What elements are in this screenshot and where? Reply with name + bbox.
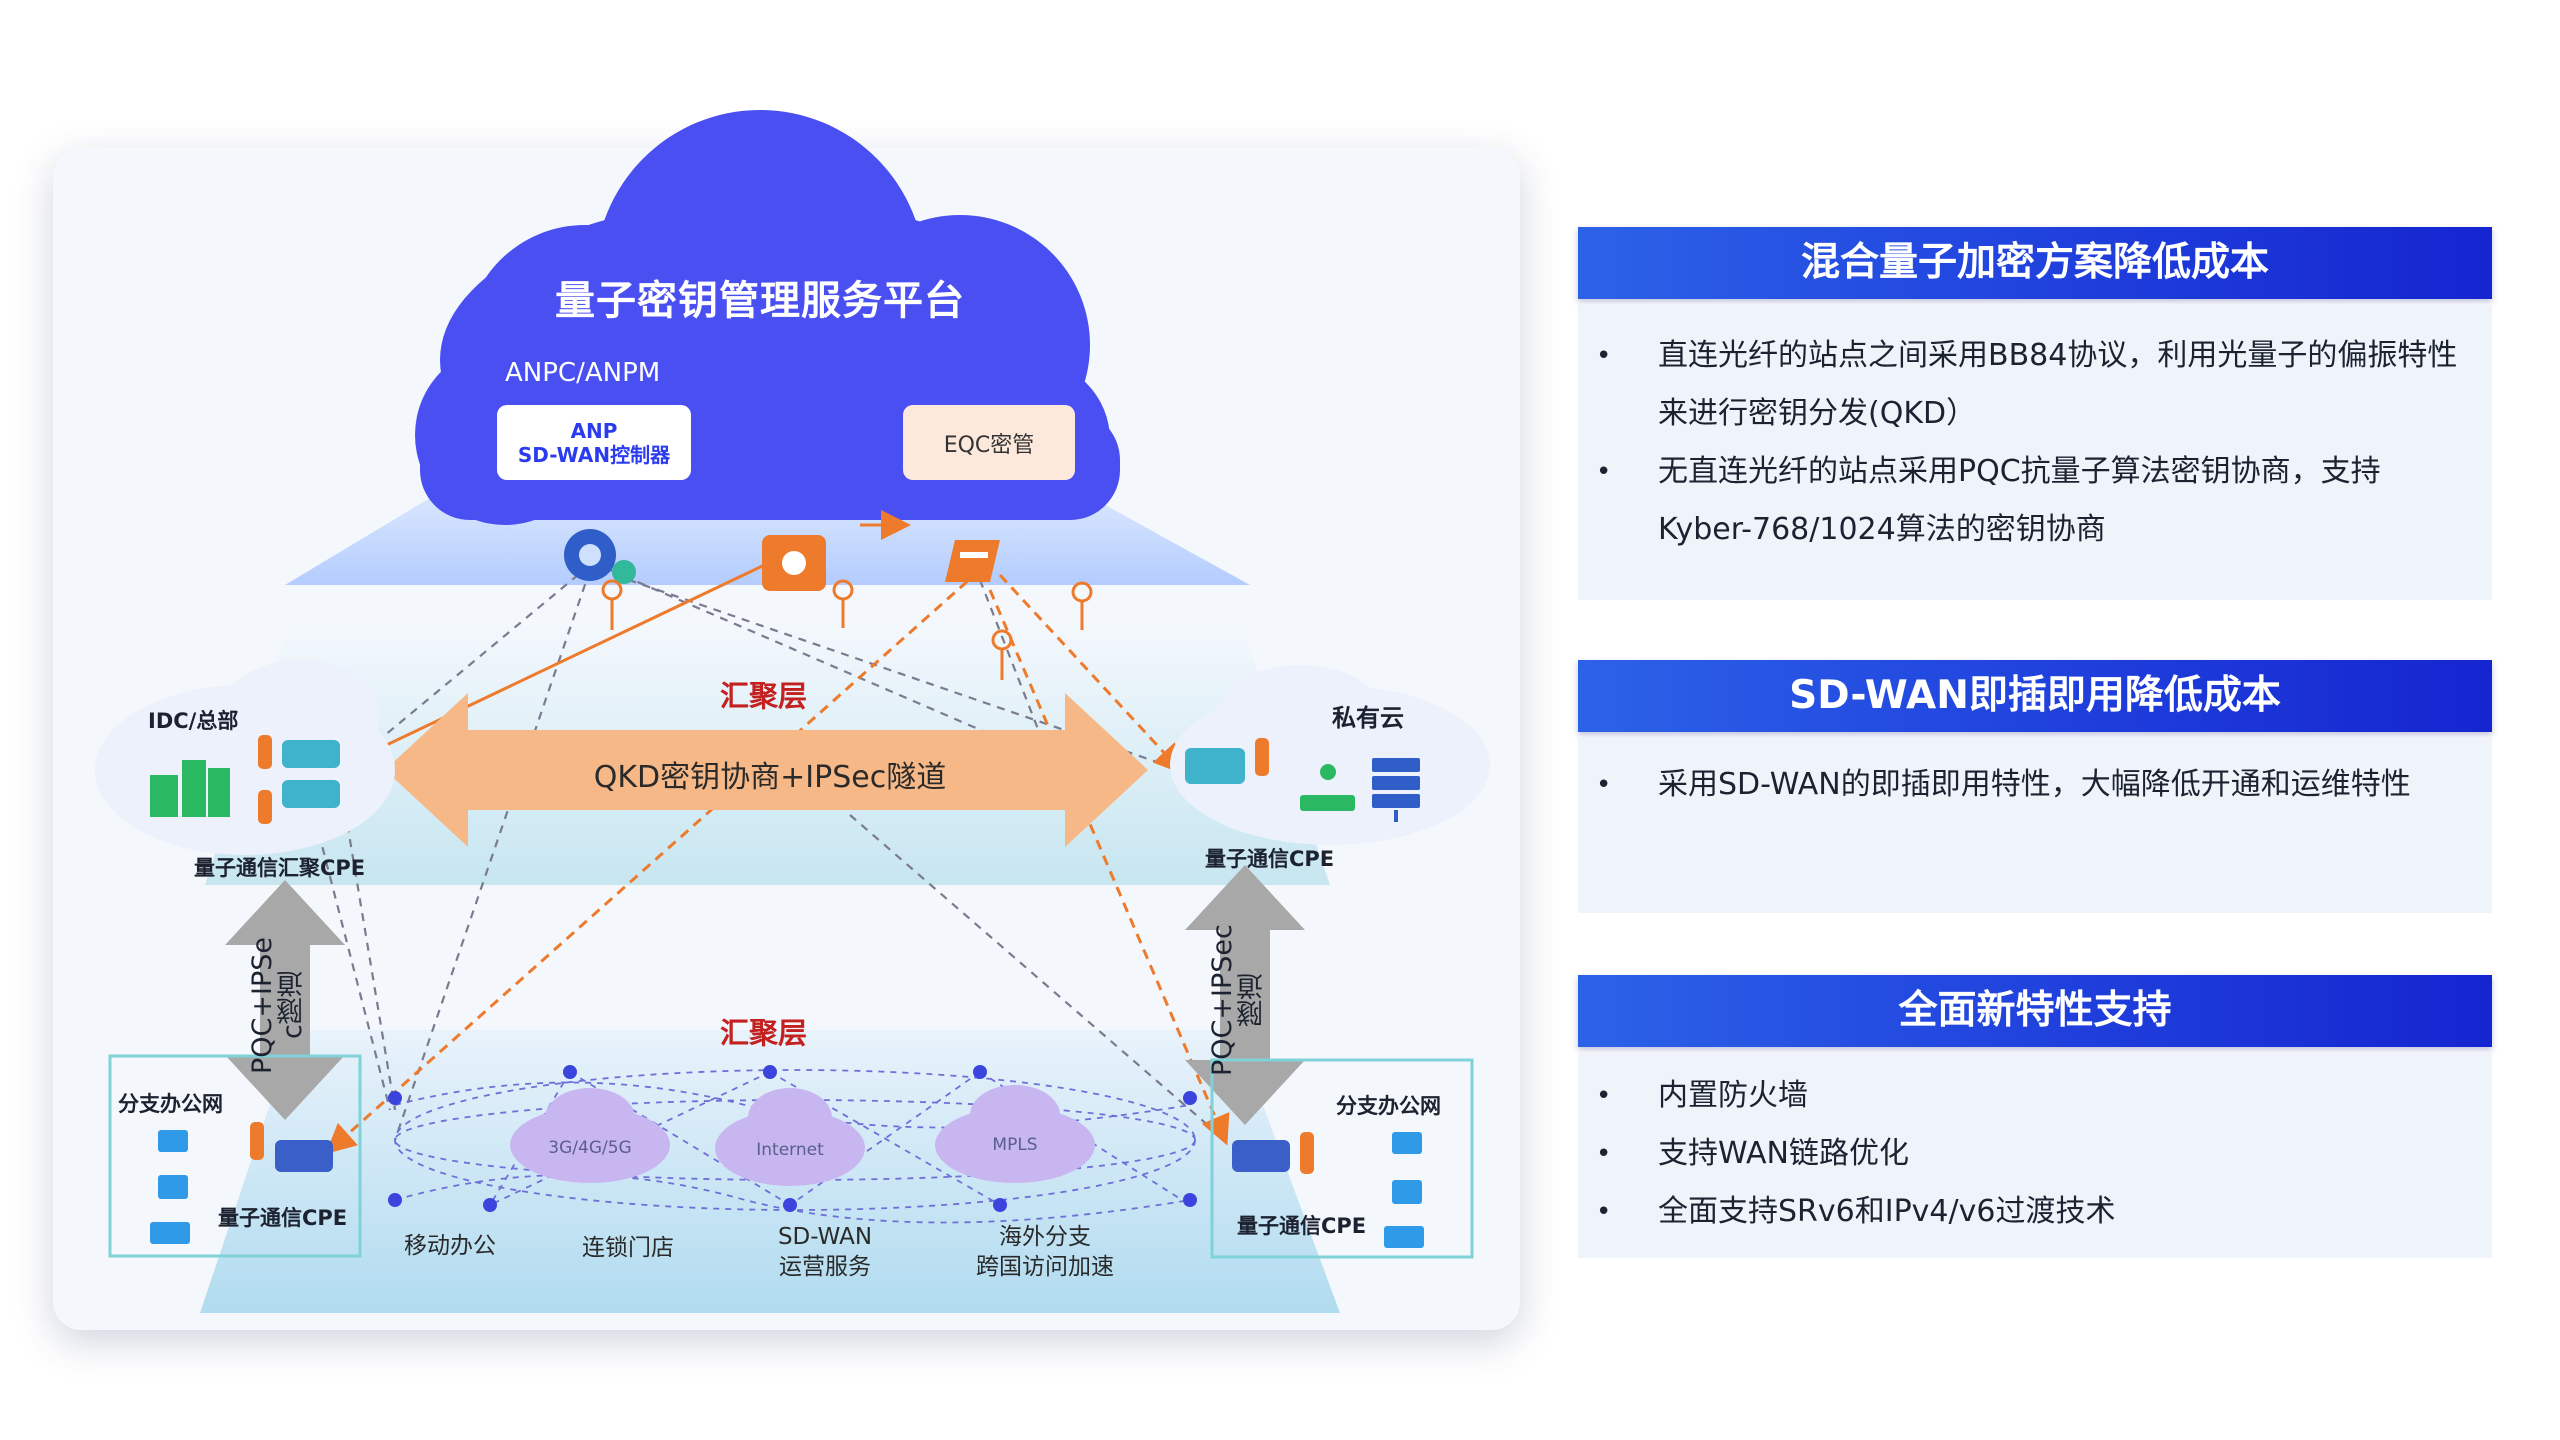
- idc-site-blob: [95, 660, 395, 855]
- server-icon: [1372, 758, 1420, 822]
- lower-layer-label: 汇聚层: [720, 1016, 808, 1050]
- right-branch-box: [1210, 1058, 1474, 1259]
- left-tunnel-line2: c隧道: [277, 970, 308, 1040]
- anp-controller-box: ANP SD-WAN控制器: [497, 405, 691, 480]
- left-branch-icons: [150, 1122, 333, 1244]
- left-tunnel-label: PQC+IPSe c隧道: [247, 930, 308, 1080]
- scenario-sdwan: SD-WAN 运营服务: [755, 1222, 895, 1282]
- eqc-label: EQC密管: [943, 432, 1035, 458]
- feature-new-item-3: 全面支持SRv6和IPv4/v6过渡技术: [1578, 1183, 2492, 1241]
- idc-device-label: 量子通信汇聚CPE: [194, 856, 366, 880]
- feature-sdwan-item-1: 采用SD-WAN的即插即用特性，大幅降低开通和运维特性: [1578, 756, 2492, 814]
- scenario-sdwan-line2: 运营服务: [779, 1254, 871, 1280]
- left-branch-box: [108, 1054, 362, 1258]
- idc-title: IDC/总部: [148, 709, 239, 733]
- key-icons: [601, 579, 1093, 680]
- pc-cpe-icon: [1185, 738, 1269, 784]
- qkd-tunnel-label: QKD密钥协商+IPSec隧道: [593, 760, 947, 795]
- feature-hybrid-item-1: 直连光纤的站点之间采用BB84协议，利用光量子的偏振特性来进行密钥分发(QKD）: [1578, 327, 2492, 443]
- feature-title-new: 全面新特性支持: [1578, 975, 2492, 1047]
- key-store-icon: [945, 540, 1000, 582]
- feature-body-sdwan: 采用SD-WAN的即插即用特性，大幅降低开通和运维特性: [1578, 738, 2492, 913]
- building-icon: [150, 760, 230, 817]
- network-label-mpls: MPLS: [992, 1135, 1038, 1155]
- scenario-overseas-line2: 跨国访问加速: [976, 1254, 1114, 1280]
- key-links: [325, 510, 1230, 1154]
- anp-line1: ANP: [570, 418, 618, 443]
- anp-line2: SD-WAN控制器: [517, 442, 671, 467]
- gear-icon: [564, 529, 636, 584]
- right-branch-device-label: 量子通信CPE: [1237, 1214, 1367, 1238]
- left-tunnel-line1: PQC+IPSe: [247, 936, 278, 1074]
- feature-new-item-2: 支持WAN链路优化: [1578, 1125, 2492, 1183]
- network-label-cellular: 3G/4G/5G: [548, 1138, 632, 1158]
- scenario-overseas: 海外分支 跨国访问加速: [960, 1222, 1130, 1282]
- scenario-sdwan-line1: SD-WAN: [777, 1224, 873, 1250]
- private-cloud-device-label: 量子通信CPE: [1205, 847, 1335, 871]
- scenario-overseas-line1: 海外分支: [999, 1224, 1091, 1250]
- private-cloud-title: 私有云: [1332, 704, 1404, 732]
- network-nodes: [388, 1065, 1197, 1212]
- right-tunnel-line2: 隧道: [1237, 973, 1268, 1027]
- left-branch-title: 分支办公网: [118, 1092, 223, 1116]
- feature-body-new: 内置防火墙 支持WAN链路优化 全面支持SRv6和IPv4/v6过渡技术: [1578, 1053, 2492, 1258]
- right-branch-icons: [1232, 1132, 1424, 1248]
- right-branch-title: 分支办公网: [1336, 1094, 1441, 1118]
- left-branch-device-label: 量子通信CPE: [218, 1206, 348, 1230]
- feature-hybrid-item-2: 无直连光纤的站点采用PQC抗量子算法密钥协商，支持Kyber-768/1024算…: [1578, 443, 2492, 559]
- scenario-chain-store: 连锁门店: [582, 1235, 674, 1261]
- right-tunnel-line1: PQC+IPSec: [1207, 924, 1238, 1076]
- feature-title-hybrid: 混合量子加密方案降低成本: [1578, 227, 2492, 299]
- network-label-internet: Internet: [756, 1140, 824, 1160]
- feature-new-item-1: 内置防火墙: [1578, 1067, 2492, 1125]
- network-clouds: [510, 1085, 1095, 1186]
- left-tunnel-arrow: [225, 880, 345, 1120]
- feature-title-sdwan: SD-WAN即插即用降低成本: [1578, 660, 2492, 732]
- upper-layer-label: 汇聚层: [720, 679, 808, 713]
- key-service-icon: [762, 535, 826, 591]
- wifi-router-icon: [1300, 764, 1355, 811]
- anpc-label: ANPC/ANPM: [505, 358, 661, 388]
- eqc-box: EQC密管: [903, 405, 1075, 480]
- qkd-tunnel-arrow: [385, 693, 1148, 847]
- right-tunnel-label: PQC+IPSec 隧道: [1207, 920, 1268, 1080]
- idc-cpe-icon: [258, 735, 340, 824]
- scenario-mobile: 移动办公: [404, 1233, 496, 1259]
- feature-body-hybrid: 直连光纤的站点之间采用BB84协议，利用光量子的偏振特性来进行密钥分发(QKD）…: [1578, 305, 2492, 600]
- platform-title: 量子密钥管理服务平台: [555, 278, 965, 324]
